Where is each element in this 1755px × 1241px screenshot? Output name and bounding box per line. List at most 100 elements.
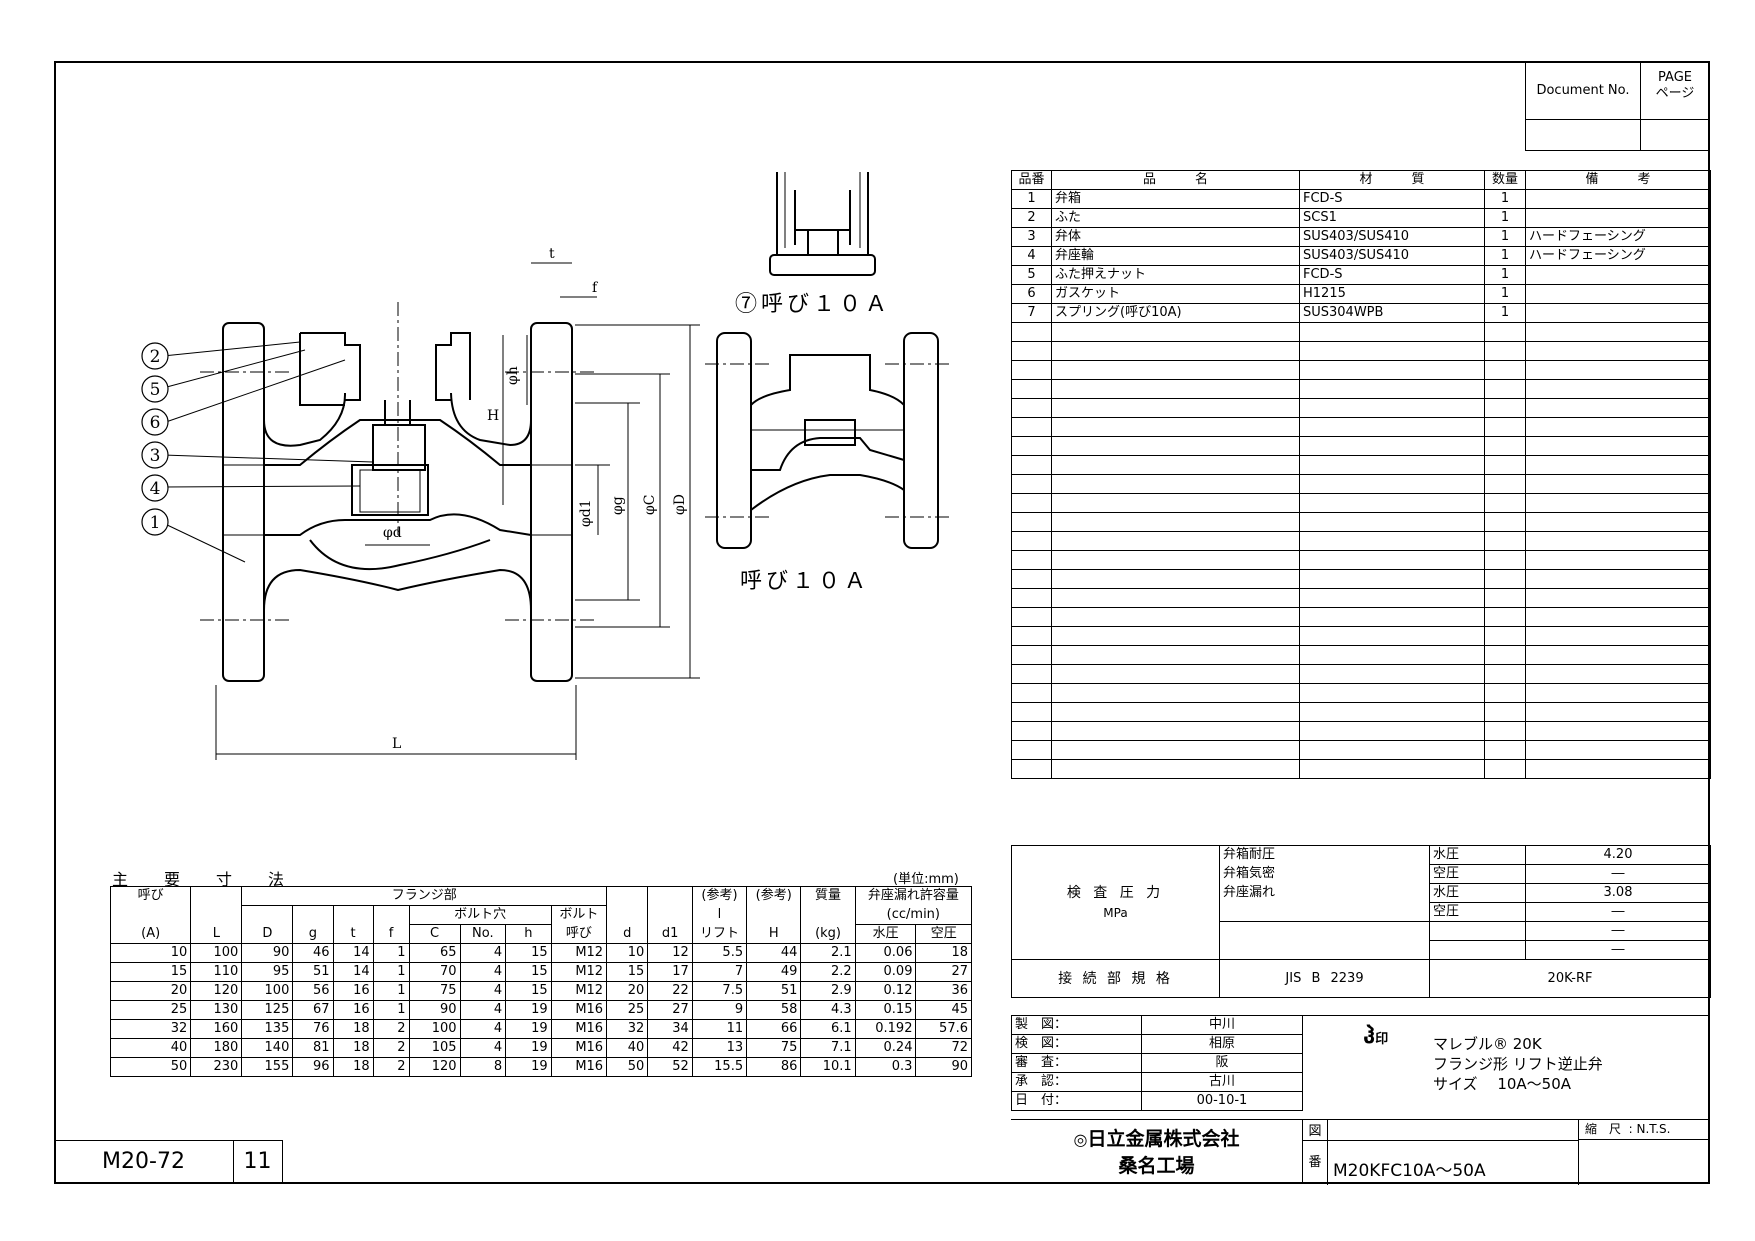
spring-detail-view: [769, 172, 876, 276]
dimension-cell: 72: [915, 1038, 972, 1058]
dimension-cell: 180: [190, 1038, 243, 1058]
dimension-cell: 6.1: [800, 1019, 856, 1039]
dimension-cell: 19: [505, 1057, 552, 1077]
h-g: g: [292, 924, 334, 944]
dimension-cell: 0.192: [854, 1019, 917, 1039]
callout-circle-2: [141, 342, 169, 370]
parts-header-row: 品番 品 名 材 質 数量 備 考: [1011, 170, 1711, 190]
inspection-medium: 空圧: [1429, 902, 1526, 922]
dimension-cell: M12: [550, 962, 608, 982]
callout-circle-5: [141, 375, 169, 403]
passage-lower: [264, 513, 532, 536]
view-label-side: 呼び１０Ａ: [740, 569, 870, 594]
dimension-cell: 52: [647, 1057, 693, 1077]
dimension-cell: 5.5: [691, 943, 748, 963]
dimension-cell: 155: [241, 1057, 294, 1077]
body-lower: [263, 568, 532, 611]
dimension-cell: 34: [647, 1019, 693, 1039]
dimensions-table: 呼び フランジ部 (参考) (参考) 質量 弁座漏れ許容量 ボルト穴 ボルト l…: [109, 886, 973, 1077]
parts-empty-row: [1011, 455, 1711, 475]
approval-role: 承 認：: [1011, 1072, 1142, 1092]
dimension-cell: 40: [606, 1038, 649, 1058]
parts-header-material: 材 質: [1299, 170, 1485, 190]
callout-numbers: 2 5 6 3 4 1: [150, 347, 161, 533]
page-value: [1640, 119, 1710, 151]
h-t: t: [332, 924, 374, 944]
callout-6: 6: [150, 413, 161, 433]
company-name: ◎日立金属株式会社: [1073, 1128, 1240, 1150]
parts-empty-row: [1011, 550, 1711, 570]
company-block: ◎日立金属株式会社 桑名工場: [1011, 1119, 1303, 1184]
parts-empty-row: [1011, 588, 1711, 608]
dim-C: φC: [642, 494, 658, 515]
h-bolthole-group: ボルト穴: [408, 905, 552, 925]
inspection-label: 弁箱気密: [1219, 864, 1430, 884]
scale-cell: 縮 尺 : N.T.S.: [1578, 1120, 1710, 1140]
seat-inner: [359, 469, 421, 513]
left-flange: [222, 322, 265, 682]
dim-d1: φd1: [578, 499, 594, 527]
h-nominal: 呼び: [109, 886, 192, 906]
dimension-cell: 100: [241, 981, 294, 1001]
dimension-cell: 0.15: [854, 1000, 917, 1020]
connection-standard: JIS B 2239: [1219, 959, 1430, 998]
callout-circle-6: [141, 408, 169, 436]
product-line-2: フランジ形 リフト逆止弁: [1433, 1055, 1603, 1073]
approval-name: 古川: [1140, 1072, 1304, 1092]
dimension-cell: 2: [372, 1038, 410, 1058]
connection-label: 接 続 部 規 格: [1011, 959, 1220, 998]
parts-empty-row: [1011, 474, 1711, 494]
dimension-cell: 7.5: [691, 981, 748, 1001]
dimension-cell: 75: [408, 981, 461, 1001]
dimension-cell: 2.1: [800, 943, 856, 963]
callout-circle-1: [141, 508, 169, 536]
parts-empty-row: [1011, 626, 1711, 646]
zu-label: 図: [1303, 1120, 1328, 1141]
h-h: h: [505, 924, 552, 944]
parts-empty-row: [1011, 702, 1711, 722]
inspection-unit: MPa: [1103, 905, 1128, 920]
inspection-label: [1219, 921, 1430, 941]
side-view: [716, 332, 939, 549]
inspection-medium: 水圧: [1429, 845, 1526, 865]
parts-empty-rows: [1011, 322, 1711, 779]
valve-drawing: 2 5 6 3 4 1 L t f H φd φh φd1 φg φC φD ⑦…: [141, 172, 950, 760]
parts-empty-row: [1011, 569, 1711, 589]
dimension-cell: 2: [372, 1019, 410, 1039]
h-C: C: [408, 924, 461, 944]
h-H: H: [746, 924, 802, 944]
h-D: D: [241, 924, 294, 944]
company-logo-icon: ◎: [1073, 1130, 1088, 1149]
dimension-cell: 25: [109, 1000, 192, 1020]
inspection-medium: [1429, 940, 1526, 960]
dimension-cell: 18: [332, 1019, 374, 1039]
callout-2: 2: [150, 347, 161, 367]
dimension-cell: 10: [109, 943, 192, 963]
dimension-cell: 76: [292, 1019, 334, 1039]
product-line-3: サイズ 10A～50A: [1433, 1075, 1572, 1093]
dimension-cell: 57.6: [915, 1019, 972, 1039]
connection-rating: 20K-RF: [1429, 959, 1711, 998]
dim-H: H: [487, 408, 499, 424]
dimension-cell: 10: [606, 943, 649, 963]
dimension-cell: 67: [292, 1000, 334, 1020]
dimensions-title: 主 要 寸 法: [112, 870, 295, 889]
dimension-cell: 135: [241, 1019, 294, 1039]
parts-empty-row: [1011, 721, 1711, 741]
scale-empty-cell: [1578, 1140, 1711, 1185]
dimension-cell: 9: [691, 1000, 748, 1020]
parts-empty-row: [1011, 379, 1711, 399]
dim-t: t: [549, 246, 555, 262]
dimension-cell: 50: [109, 1057, 192, 1077]
approval-role: 検 図：: [1011, 1034, 1142, 1054]
ban-label: 番: [1303, 1140, 1328, 1185]
inspection-medium: 空圧: [1429, 864, 1526, 884]
dimension-cell: 19: [505, 1019, 552, 1039]
doc-no-value: [1525, 119, 1641, 151]
inspection-label: [1219, 940, 1430, 960]
parts-empty-row: [1011, 493, 1711, 513]
